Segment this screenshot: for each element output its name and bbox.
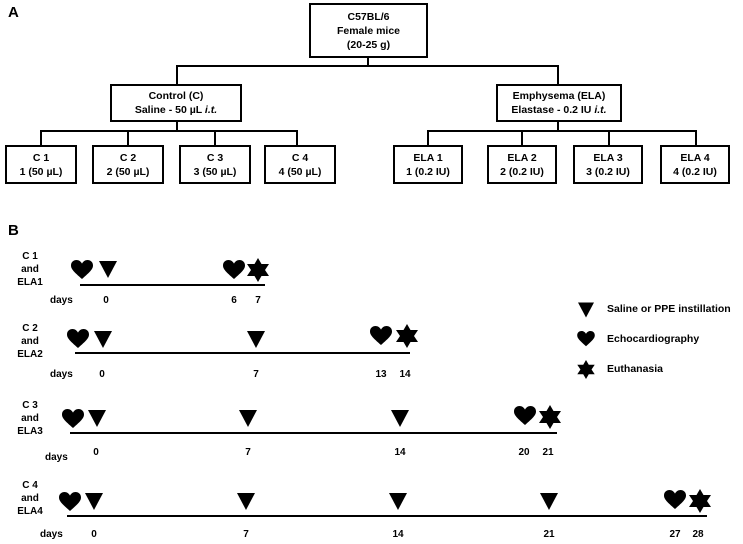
root-line3: (20-25 g) [346, 38, 391, 51]
connector [176, 65, 559, 67]
timeline-3-axis [70, 432, 557, 434]
tick-label: 7 [243, 529, 249, 540]
star-icon [689, 489, 711, 518]
control-box: Control (C) Saline - 50 µL i.t. [110, 84, 242, 122]
panel-b-label: B [8, 222, 19, 239]
tick-label: 13 [375, 369, 387, 380]
tick-label: 0 [91, 529, 97, 540]
connector [40, 130, 42, 145]
tick-label: 14 [399, 369, 411, 380]
tick-label: 0 [99, 369, 105, 380]
triangle-icon [94, 331, 112, 353]
timeline-2-axis [75, 352, 410, 354]
connector [557, 122, 559, 131]
group-box-c2: C 2 2 (50 µL) [92, 145, 164, 184]
group-box-c1: C 1 1 (50 µL) [5, 145, 77, 184]
heart-icon [67, 329, 89, 354]
triangle-icon [540, 493, 558, 515]
tick-label: 27 [669, 529, 681, 540]
timeline-4-group-label: C 4 and ELA4 [17, 480, 43, 517]
star-icon [539, 405, 561, 434]
root-box: C57BL/6 Female mice (20-25 g) [309, 3, 428, 58]
triangle-icon [391, 410, 409, 432]
heart-icon [62, 409, 84, 434]
group-box-c4: C 4 4 (50 µL) [264, 145, 336, 184]
days-label: days [40, 529, 63, 540]
group-box-ela1: ELA 1 1 (0.2 IU) [393, 145, 463, 184]
tick-label: 0 [93, 447, 99, 458]
connector [176, 122, 178, 131]
connector [176, 65, 178, 84]
legend-label-instillation: Saline or PPE instillation [607, 303, 731, 315]
connector [367, 58, 369, 66]
triangle-icon [578, 302, 594, 323]
tick-label: 0 [103, 295, 109, 306]
panel-a-label: A [8, 4, 19, 21]
days-label: days [50, 369, 73, 380]
heart-icon [71, 260, 93, 285]
group-box-ela4: ELA 4 4 (0.2 IU) [660, 145, 730, 184]
root-line2: Female mice [336, 24, 401, 37]
tick-label: 20 [518, 447, 530, 458]
timeline-1-group-label: C 1 and ELA1 [17, 251, 43, 288]
triangle-icon [88, 410, 106, 432]
star-icon [396, 324, 418, 353]
emphysema-box: Emphysema (ELA) Elastase - 0.2 IU i.t. [496, 84, 622, 122]
tick-label: 21 [542, 447, 554, 458]
connector [557, 65, 559, 84]
group-box-ela3: ELA 3 3 (0.2 IU) [573, 145, 643, 184]
tick-label: 28 [692, 529, 704, 540]
connector [127, 130, 129, 145]
connector [427, 130, 429, 145]
timeline-3-group-label: C 3 and ELA3 [17, 400, 43, 437]
triangle-icon [239, 410, 257, 432]
control-line2: Saline - 50 µL i.t. [134, 104, 218, 116]
timeline-4-axis [67, 515, 707, 517]
timeline-2-group-label: C 2 and ELA2 [17, 323, 43, 360]
star-icon [247, 258, 269, 287]
group-box-ela2: ELA 2 2 (0.2 IU) [487, 145, 557, 184]
triangle-icon [247, 331, 265, 353]
connector [521, 130, 523, 145]
days-label: days [50, 295, 73, 306]
triangle-icon [85, 493, 103, 515]
heart-icon [664, 490, 686, 515]
days-label: days [45, 452, 68, 463]
connector [695, 130, 697, 145]
connector [214, 130, 216, 145]
emphysema-line2: Elastase - 0.2 IU i.t. [511, 104, 607, 116]
tick-label: 7 [253, 369, 259, 380]
triangle-icon [99, 261, 117, 283]
triangle-icon [389, 493, 407, 515]
control-line1: Control (C) [148, 90, 204, 102]
tick-label: 14 [392, 529, 404, 540]
root-line1: C57BL/6 [347, 10, 390, 23]
heart-icon [223, 260, 245, 285]
triangle-icon [237, 493, 255, 515]
connector [40, 130, 298, 132]
tick-label: 21 [543, 529, 555, 540]
legend-label-echo: Echocardiography [607, 333, 700, 345]
tick-label: 7 [255, 295, 261, 306]
tick-label: 14 [394, 447, 406, 458]
tick-label: 6 [231, 295, 237, 306]
heart-icon [514, 406, 536, 431]
timeline-1-axis [80, 284, 265, 286]
connector [608, 130, 610, 145]
connector [427, 130, 697, 132]
group-box-c3: C 3 3 (50 µL) [179, 145, 251, 184]
tick-label: 7 [245, 447, 251, 458]
star-icon [577, 360, 595, 384]
connector [296, 130, 298, 145]
emphysema-line1: Emphysema (ELA) [512, 90, 606, 102]
heart-icon [577, 331, 595, 352]
heart-icon [370, 326, 392, 351]
legend-label-euthanasia: Euthanasia [607, 363, 664, 375]
heart-icon [59, 492, 81, 517]
